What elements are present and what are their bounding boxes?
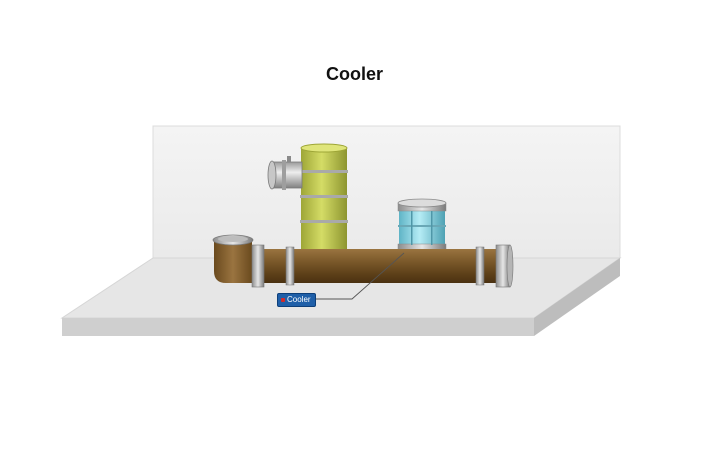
- stack-side-nozzle: [267, 156, 303, 190]
- cooler-hotspot-button[interactable]: Cooler: [277, 293, 316, 307]
- horizontal-pipe: [258, 246, 498, 286]
- page-title: Cooler: [325, 64, 383, 84]
- marker-dot-icon: [281, 298, 285, 302]
- yellow-stack: [300, 143, 348, 252]
- right-pipe-flange: [495, 244, 514, 288]
- left-elbow: [212, 234, 254, 283]
- left-pipe-flange: [251, 244, 265, 288]
- hotspot-label: Cooler: [287, 295, 311, 304]
- cooler-unit: [397, 198, 447, 253]
